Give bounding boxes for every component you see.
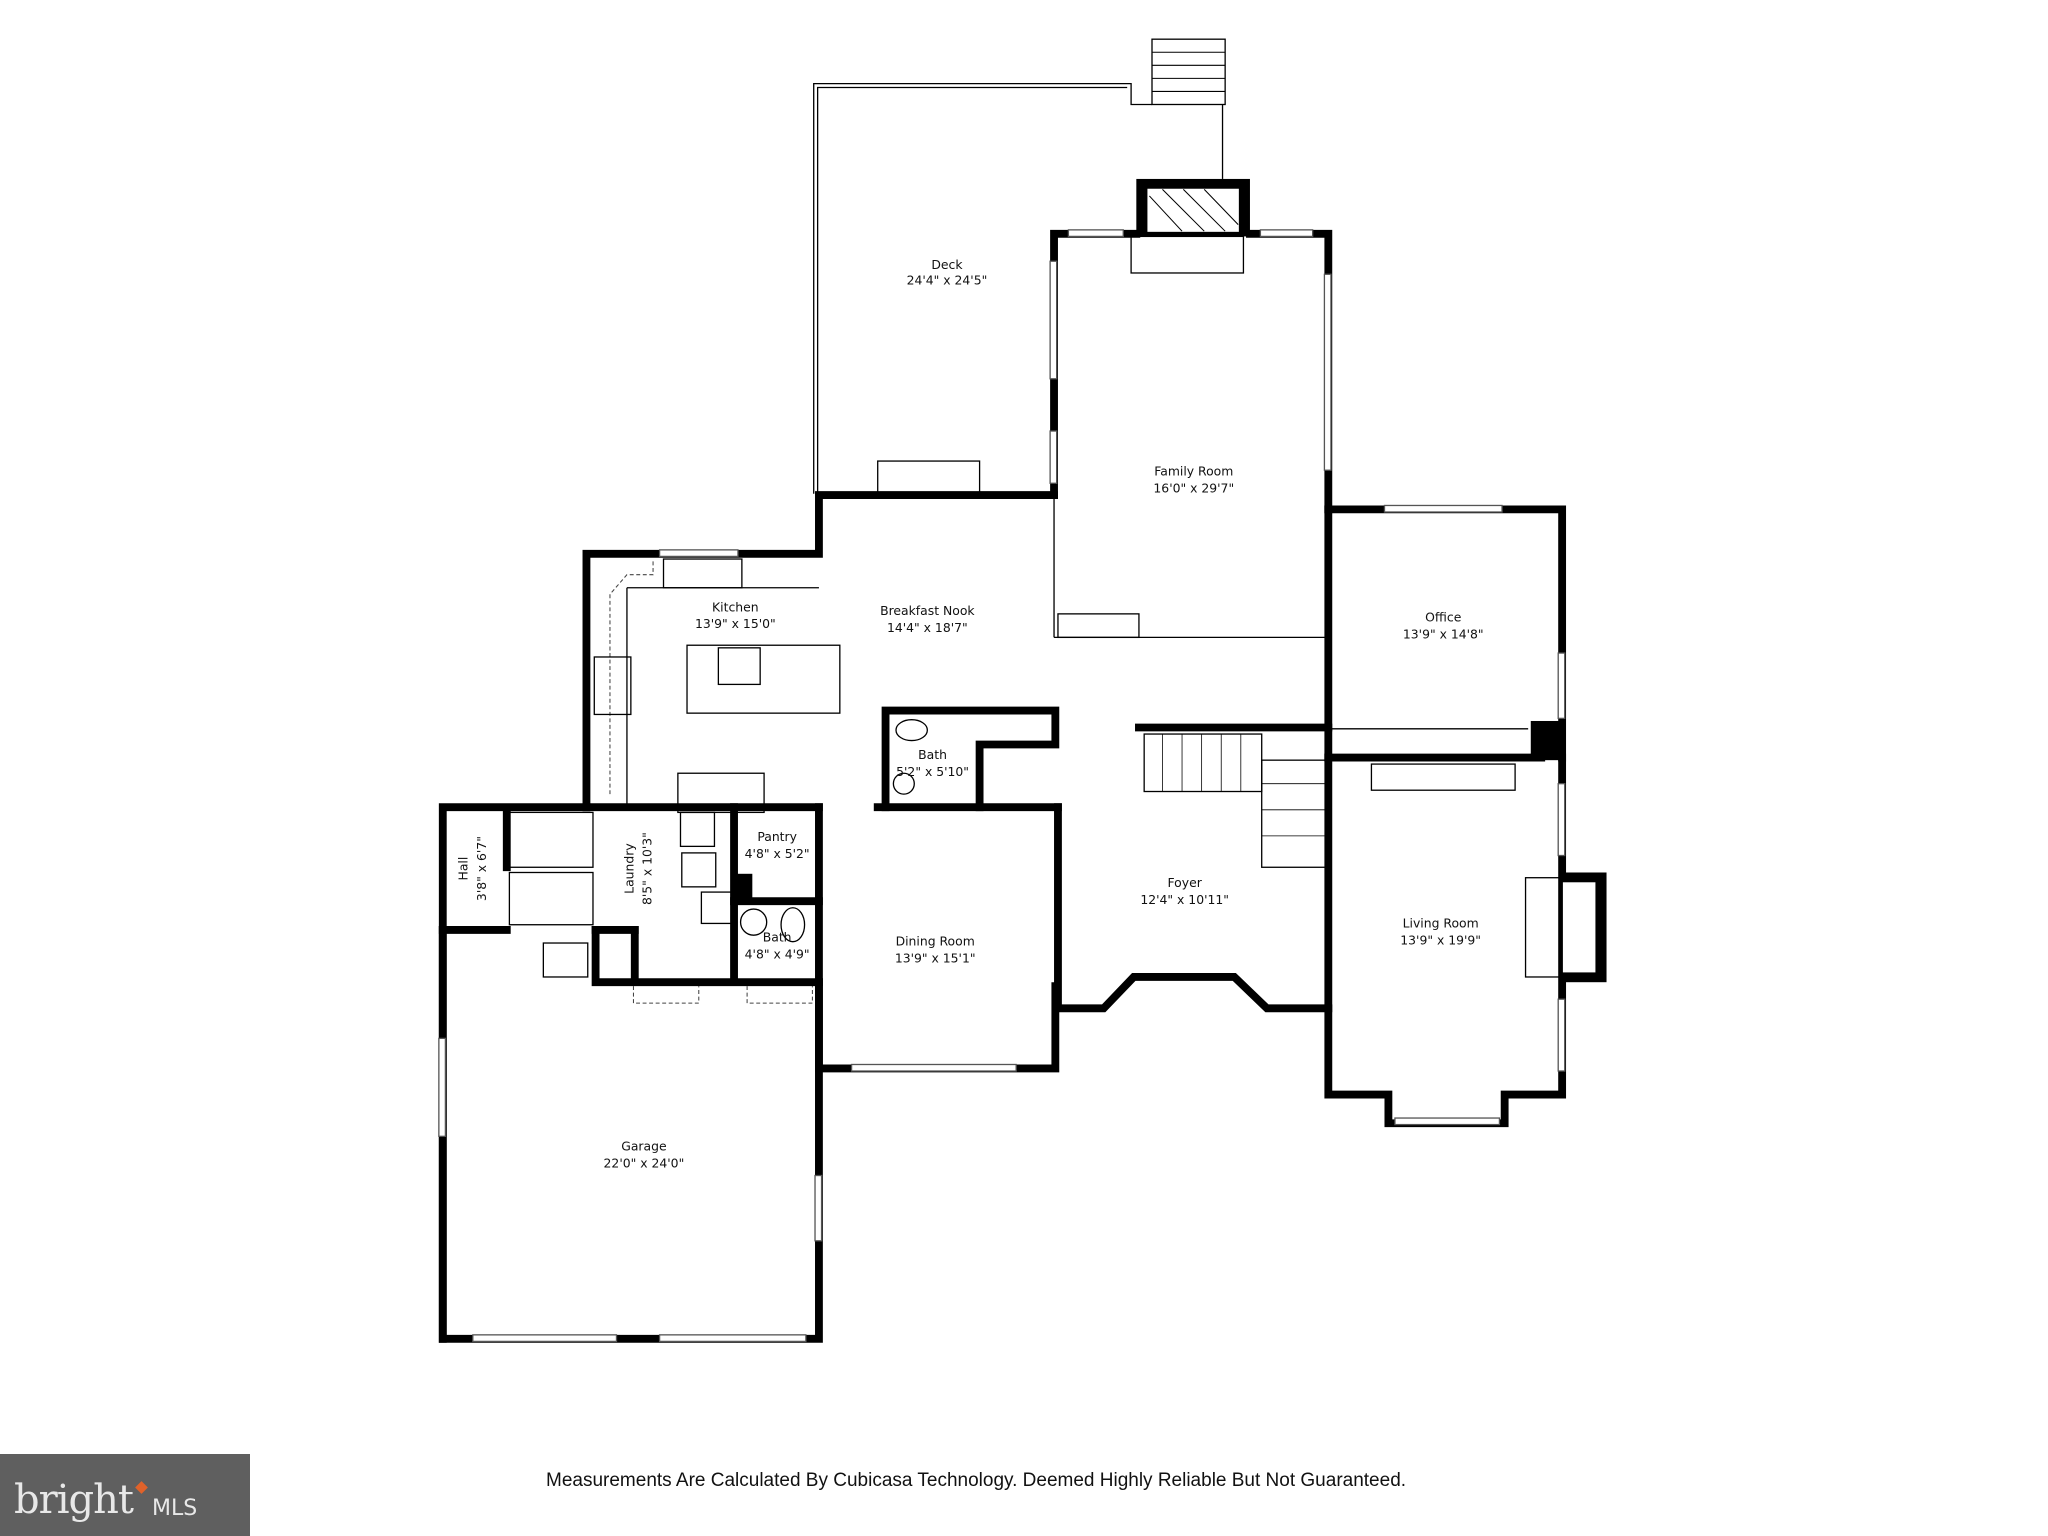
logo-suffix: MLS	[151, 1496, 198, 1521]
deck-outline	[813, 38, 1226, 497]
svg-text:4'8" x 5'2": 4'8" x 5'2"	[745, 846, 810, 861]
deck-stairs	[1151, 38, 1226, 106]
svg-text:Office: Office	[1425, 610, 1461, 625]
svg-text:14'4" x 18'7": 14'4" x 18'7"	[887, 620, 968, 635]
svg-text:22'0" x 24'0": 22'0" x 24'0"	[604, 1156, 685, 1171]
room-label-dining-room: Dining Room 13'9" x 15'1"	[895, 934, 976, 966]
room-label-office: Office 13'9" x 14'8"	[1403, 610, 1484, 642]
room-label-kitchen: Kitchen 13'9" x 15'0"	[695, 599, 776, 631]
svg-text:16'0" x 29'7": 16'0" x 29'7"	[1153, 480, 1234, 495]
svg-text:13'9" x 14'8": 13'9" x 14'8"	[1403, 627, 1484, 642]
room-label-foyer: Foyer 12'4" x 10'11"	[1140, 875, 1229, 907]
family-room-walls	[1049, 178, 1333, 639]
room-label-breakfast-nook: Breakfast Nook 14'4" x 18'7"	[880, 603, 975, 635]
svg-text:5'2" x 5'10": 5'2" x 5'10"	[896, 764, 969, 779]
room-label-laundry: Laundry 8'5" x 10'3"	[621, 832, 654, 905]
svg-text:4'8" x 4'9": 4'8" x 4'9"	[745, 947, 810, 962]
svg-text:Bath: Bath	[763, 930, 792, 945]
room-label-hall: Hall 3'8" x 6'7"	[456, 836, 489, 901]
svg-text:Family Room: Family Room	[1154, 463, 1233, 478]
svg-text:Laundry: Laundry	[621, 843, 636, 894]
room-label-bath-2: Bath 4'8" x 4'9"	[745, 930, 810, 962]
svg-text:Foyer: Foyer	[1167, 875, 1202, 890]
svg-text:Pantry: Pantry	[757, 829, 797, 844]
bright-mls-logo: bright MLS	[0, 1454, 250, 1536]
logo-brand: bright	[14, 1477, 134, 1523]
room-label-bath-1: Bath 5'2" x 5'10"	[896, 747, 969, 779]
svg-text:13'9" x 15'0": 13'9" x 15'0"	[695, 616, 776, 631]
svg-text:3'8" x 6'7": 3'8" x 6'7"	[474, 836, 489, 901]
room-label-pantry: Pantry 4'8" x 5'2"	[745, 829, 810, 861]
svg-text:8'5" x 10'3": 8'5" x 10'3"	[640, 832, 655, 905]
svg-text:Kitchen: Kitchen	[712, 599, 759, 614]
kitchen-walls	[582, 491, 1062, 814]
svg-text:Dining Room: Dining Room	[896, 934, 975, 949]
svg-text:13'9" x 19'9": 13'9" x 19'9"	[1400, 932, 1481, 947]
svg-text:Living Room: Living Room	[1403, 915, 1479, 930]
room-label-deck: Deck 24'4" x 24'5"	[907, 257, 988, 288]
room-label-family-room: Family Room 16'0" x 29'7"	[1153, 463, 1234, 495]
garage-walls	[438, 926, 823, 1343]
stairs	[1143, 733, 1263, 793]
room-label-garage: Garage 22'0" x 24'0"	[604, 1139, 685, 1171]
measurement-disclaimer: Measurements Are Calculated By Cubicasa …	[546, 1470, 1407, 1491]
dining-room-walls	[815, 803, 1060, 1073]
svg-text:12'4" x 10'11": 12'4" x 10'11"	[1140, 892, 1229, 907]
bath-1-walls	[881, 706, 1060, 812]
svg-text:Deck: Deck	[931, 257, 963, 272]
svg-text:24'4" x 24'5": 24'4" x 24'5"	[907, 273, 988, 288]
room-label-living-room: Living Room 13'9" x 19'9"	[1400, 915, 1481, 947]
logo-star-icon	[135, 1481, 148, 1494]
svg-text:13'9" x 15'1": 13'9" x 15'1"	[895, 951, 976, 966]
foyer-walls	[1054, 723, 1333, 1013]
kitchen-island	[686, 644, 841, 714]
svg-text:Hall: Hall	[456, 857, 471, 881]
office-walls	[1324, 504, 1567, 762]
svg-text:Breakfast Nook: Breakfast Nook	[880, 603, 975, 618]
svg-text:Garage: Garage	[621, 1139, 666, 1154]
svg-text:Bath: Bath	[918, 747, 947, 762]
living-room-walls	[1324, 753, 1607, 1128]
